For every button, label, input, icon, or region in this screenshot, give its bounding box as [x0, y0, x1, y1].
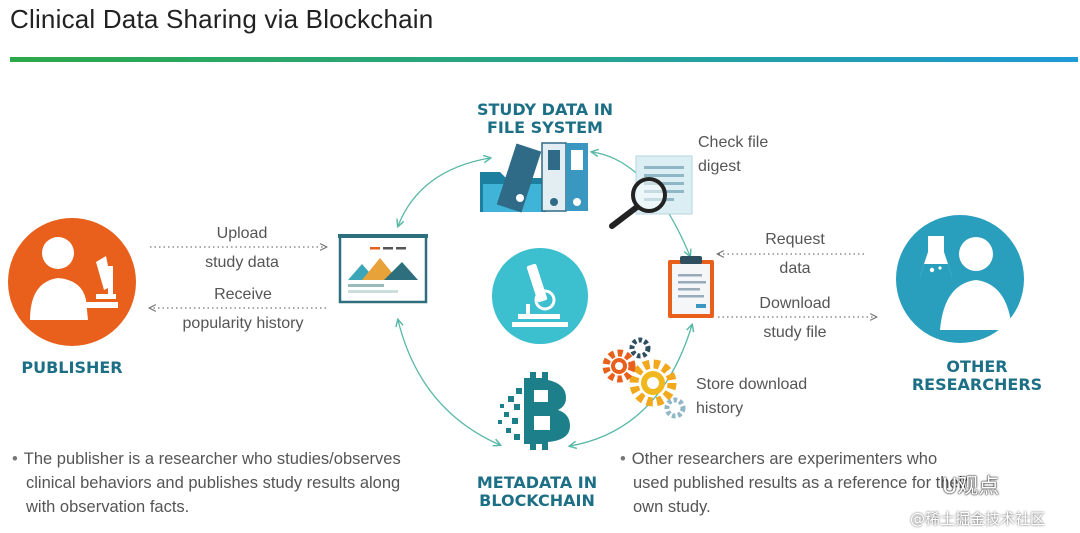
arc-blockchain-to-clipboard	[570, 325, 692, 446]
other-researchers-label-line1: OTHER	[946, 357, 1008, 376]
blockchain-label-line2: BLOCKCHAIN	[479, 491, 595, 510]
store-history-label: Store download history	[696, 373, 846, 421]
magnifier-document-icon	[609, 155, 693, 229]
check-digest-label: Check file digest	[698, 131, 818, 179]
gears-icon	[602, 337, 686, 419]
check-digest-label-line1: Check file	[698, 134, 769, 151]
file-system-label-line2: FILE SYSTEM	[487, 118, 603, 137]
researcher-flask-icon	[896, 215, 1024, 343]
upload-label-line2: study data	[205, 254, 279, 271]
receive-label-line1: Receive	[214, 286, 272, 303]
store-history-label-line1: Store download	[696, 376, 808, 393]
publisher-description-line1: • The publisher is a researcher who studi…	[12, 447, 472, 471]
file-system-label: STUDY DATA IN FILE SYSTEM	[460, 101, 630, 137]
request-label-line1: Request	[765, 231, 825, 248]
request-label-line2: data	[779, 260, 811, 277]
researchers-description-line1: • Other researchers are experimenters who	[620, 447, 1040, 471]
researchers-description-line2: used published results as a reference fo…	[633, 474, 968, 492]
publisher-label: PUBLISHER	[8, 359, 136, 377]
upload-label: Upload study data	[170, 219, 314, 277]
arc-board-to-blockchain	[398, 320, 500, 445]
researchers-description-text1: Other researchers are experimenters who	[631, 450, 938, 468]
researchers-description: • Other researchers are experimenters who…	[620, 447, 1040, 519]
bitcoin-icon	[498, 372, 570, 450]
researcher-microscope-icon	[8, 218, 136, 346]
request-label: Request data	[740, 225, 850, 283]
other-researchers-label-line2: RESEARCHERS	[911, 375, 1043, 394]
download-label: Download study file	[740, 289, 850, 347]
bullet-icon: •	[12, 450, 18, 468]
publisher-description: • The publisher is a researcher who studi…	[12, 447, 472, 519]
upload-label-line1: Upload	[216, 225, 268, 242]
whiteboard-icon	[338, 234, 428, 304]
store-history-label-line2: history	[696, 400, 744, 417]
bullet-icon: •	[620, 450, 626, 468]
receive-label: Receive popularity history	[160, 280, 326, 338]
other-researchers-label: OTHER RESEARCHERS	[897, 358, 1057, 394]
publisher-description-text1: The publisher is a researcher who studie…	[23, 450, 401, 468]
file-system-label-line1: STUDY DATA IN	[476, 100, 614, 119]
arc-board-to-files	[398, 158, 490, 226]
watermark-text: U观点	[942, 474, 1000, 498]
publisher-description-line2: clinical behaviors and publishes study r…	[26, 474, 401, 492]
receive-label-line2: popularity history	[182, 315, 304, 332]
blockchain-label: METADATA IN BLOCKCHAIN	[460, 474, 614, 510]
microscope-icon	[492, 248, 588, 344]
download-label-line2: study file	[763, 324, 827, 341]
page-title: Clinical Data Sharing via Blockchain	[10, 4, 434, 34]
clipboard-icon	[668, 256, 714, 318]
binder-folder-icon	[480, 142, 588, 213]
check-digest-label-line2: digest	[698, 158, 741, 175]
watermark-source: @稀土掘金技术社区	[910, 510, 1046, 528]
publisher-label-text: PUBLISHER	[21, 358, 123, 377]
researchers-description-line3: own study.	[633, 498, 711, 516]
download-label-line1: Download	[759, 295, 831, 312]
publisher-description-line3: with observation facts.	[26, 498, 190, 516]
title-underline	[10, 57, 1078, 62]
blockchain-label-line1: METADATA IN	[476, 473, 598, 492]
